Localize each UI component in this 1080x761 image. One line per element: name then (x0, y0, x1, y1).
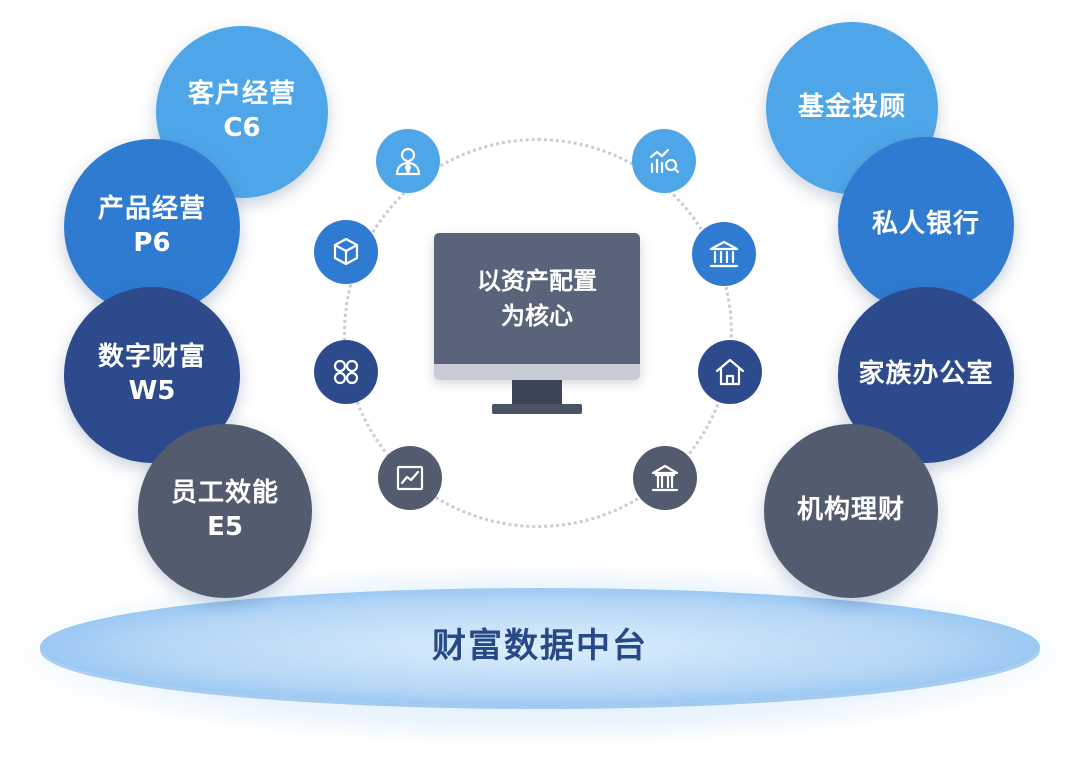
platform-label: 财富数据中台 (432, 626, 648, 666)
bubble-product-operation: 产品经营 P6 (64, 139, 240, 315)
bubble-title: 家族办公室 (858, 359, 994, 390)
center-line-1: 以资产配置 (477, 266, 597, 295)
bubble-title: 客户经营 (187, 79, 296, 110)
monitor-bezel (434, 364, 640, 380)
bubble-digital-wealth: 数字财富 W5 (64, 287, 240, 463)
chart-icon (378, 446, 442, 510)
home-icon (698, 340, 762, 404)
bubble-private-banking: 私人银行 (838, 137, 1014, 313)
bubble-title: 数字财富 (97, 342, 206, 373)
bubble-code: E5 (207, 512, 243, 542)
bubble-title: 机构理财 (796, 495, 905, 526)
monitor-text: 以资产配置 为核心 (434, 233, 640, 364)
bubble-code: P6 (133, 228, 171, 258)
center-line-2: 为核心 (501, 301, 573, 330)
building-icon (633, 446, 697, 510)
bubble-title: 产品经营 (97, 194, 206, 225)
bubble-title: 私人银行 (871, 209, 980, 240)
bubble-title: 员工效能 (170, 478, 279, 509)
bubble-code: W5 (128, 376, 176, 406)
bubble-code: C6 (223, 113, 261, 143)
cube-icon (314, 220, 378, 284)
monitor-neck (512, 380, 562, 406)
dotted-ring (343, 138, 733, 528)
analytics-icon (632, 129, 696, 193)
bubble-title: 基金投顾 (797, 92, 906, 123)
bubble-institutional-wealth: 机构理财 (764, 424, 938, 598)
monitor-screen (434, 233, 640, 378)
bank-icon (692, 222, 756, 286)
user-tie-icon (376, 129, 440, 193)
monitor-base (492, 404, 582, 414)
grid-icon (314, 340, 378, 404)
platform-disc (40, 588, 1040, 706)
bubble-employee-efficiency: 员工效能 E5 (138, 424, 312, 598)
